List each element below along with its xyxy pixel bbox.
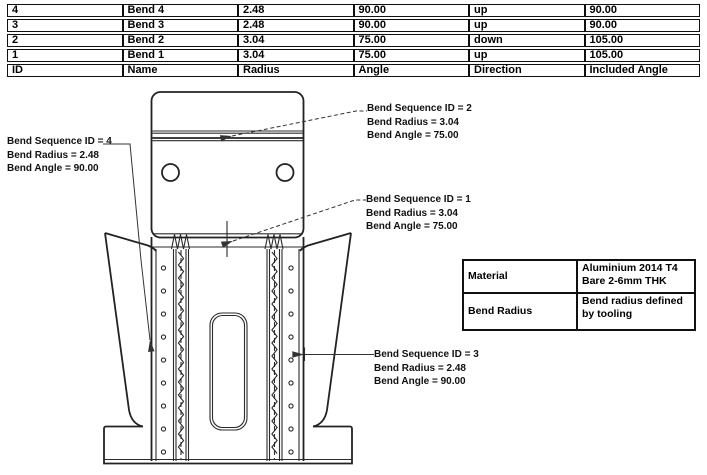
annotation-bend1: Bend Sequence ID = 1 Bend Radius = 3.04 …	[366, 193, 471, 234]
bend-table-header-cell: Included Angle	[584, 64, 700, 77]
bend-table-cell: 2	[7, 34, 123, 47]
bend-table-cell: Bend 3	[122, 19, 238, 32]
bend-strip-right-cap	[264, 234, 284, 250]
bend-table-cell: up	[469, 49, 585, 62]
left-wing-top-edge	[104, 232, 157, 252]
annotation-line: Bend Radius = 2.48	[7, 149, 99, 161]
annotation-line: Bend Angle = 75.00	[366, 221, 458, 232]
flange-hole-left	[161, 163, 180, 182]
bend-table-cell: 1	[7, 49, 123, 62]
bend-strip-left	[170, 234, 191, 461]
bend-strip-right-zigzag	[271, 251, 278, 454]
bend-table-row: 4 Bend 4 2.48 90.00 up 90.00	[7, 4, 700, 17]
annotation-line: Bend Sequence ID = 3	[374, 349, 479, 360]
bend-table-header-cell: ID	[7, 64, 123, 77]
small-hole	[288, 449, 294, 455]
annotation-bend4: Bend Sequence ID = 4 Bend Radius = 2.48 …	[7, 135, 112, 176]
outer-profile	[103, 232, 353, 465]
annotation-bend2: Bend Sequence ID = 2 Bend Radius = 3.04 …	[367, 102, 472, 143]
material-table: Material Aluminium 2014 T4 Bare 2-6mm TH…	[462, 259, 696, 331]
bend-strip-left-cap	[170, 234, 191, 250]
right-wing-top-edge	[299, 232, 352, 252]
annotation-line: Bend Radius = 2.48	[374, 362, 466, 374]
right-wing-outer-edge	[312, 232, 352, 428]
base-outline	[103, 425, 353, 465]
bend-table: 4 Bend 4 2.48 90.00 up 90.00 3 Bend 3 2.…	[7, 2, 700, 79]
bend-table-cell: 90.00	[584, 4, 700, 17]
left-wing-outer-edge	[104, 232, 144, 428]
small-hole	[160, 334, 167, 340]
bend-table-cell: up	[469, 19, 585, 32]
bend-table-cell: 75.00	[353, 34, 469, 47]
small-hole	[160, 403, 167, 409]
annotation-line: Bend Sequence ID = 2	[367, 103, 472, 114]
bend-table-cell: Bend 2	[122, 34, 238, 47]
bend-table-row: 1 Bend 1 3.04 75.00 up 105.00	[7, 49, 700, 62]
hole-columns	[160, 265, 294, 455]
bend-table-cell: 3.04	[238, 49, 354, 62]
small-hole	[160, 288, 167, 294]
flange-hole-right	[275, 163, 295, 182]
small-hole	[160, 265, 167, 271]
annotation-bend3: Bend Sequence ID = 3 Bend Radius = 2.48 …	[374, 348, 479, 389]
small-hole	[160, 426, 167, 432]
bend-table-cell: 2.48	[238, 19, 354, 32]
body-column	[150, 237, 305, 461]
bend-table-cell: 2.48	[238, 4, 354, 17]
small-hole	[288, 426, 294, 432]
bend-table-cell: Bend 1	[122, 49, 238, 62]
bend-table-header-cell: Radius	[238, 64, 354, 77]
small-hole	[288, 288, 294, 294]
bend-table-cell: 4	[7, 4, 123, 17]
leader-bend2	[219, 110, 367, 142]
top-flange	[150, 91, 305, 257]
leader-bend4	[103, 143, 155, 352]
bend-table-cell: 3.04	[238, 34, 354, 47]
material-label: Material	[463, 260, 577, 293]
small-hole	[288, 357, 294, 363]
small-hole	[288, 403, 294, 409]
small-hole	[160, 357, 167, 363]
bend-zone-2-lines	[152, 130, 303, 142]
small-hole	[288, 265, 294, 271]
bend-strip-right	[264, 234, 284, 461]
small-hole	[288, 334, 294, 340]
small-hole	[160, 311, 167, 317]
center-slot	[209, 312, 248, 431]
bend-table-cell: down	[469, 34, 585, 47]
bend-table-header-cell: Angle	[353, 64, 469, 77]
material-value: Aluminium 2014 T4 Bare 2-6mm THK	[577, 260, 695, 293]
leader-bend1	[220, 199, 366, 248]
small-hole	[288, 311, 294, 317]
bend-radius-label: Bend Radius	[463, 293, 577, 330]
annotation-line: Bend Angle = 75.00	[367, 130, 459, 141]
bend-table-cell: Bend 4	[122, 4, 238, 17]
bend-strip-left-zigzag	[177, 251, 185, 454]
bend-table-cell: 3	[7, 19, 123, 32]
bend-table-row: 2 Bend 2 3.04 75.00 down 105.00	[7, 34, 700, 47]
annotation-line: Bend Radius = 3.04	[366, 207, 458, 219]
small-hole	[288, 380, 294, 386]
small-hole	[160, 380, 167, 386]
bend-table-cell: 105.00	[584, 49, 700, 62]
annotation-line: Bend Angle = 90.00	[7, 163, 99, 174]
bend-table-cell: up	[469, 4, 585, 17]
bend-table-cell: 75.00	[353, 49, 469, 62]
bend-table-header-cell: Direction	[469, 64, 585, 77]
annotation-line: Bend Sequence ID = 1	[366, 194, 471, 205]
annotation-line: Bend Sequence ID = 4	[7, 136, 112, 147]
bend-table-header-cell: Name	[122, 64, 238, 77]
annotation-line: Bend Radius = 3.04	[367, 116, 459, 128]
bend-table-cell: 90.00	[584, 19, 700, 32]
bend-table-cell: 90.00	[353, 4, 469, 17]
bend-table-cell: 90.00	[353, 19, 469, 32]
bend-radius-value: Bend radius defined by tooling	[577, 293, 695, 330]
bend-table-row: 3 Bend 3 2.48 90.00 up 90.00	[7, 19, 700, 32]
bend-table-cell: 105.00	[584, 34, 700, 47]
annotation-line: Bend Angle = 90.00	[374, 376, 466, 387]
leader-lines	[103, 110, 374, 361]
bend-table-header-row: ID Name Radius Angle Direction Included …	[7, 64, 700, 77]
small-hole	[160, 449, 167, 455]
